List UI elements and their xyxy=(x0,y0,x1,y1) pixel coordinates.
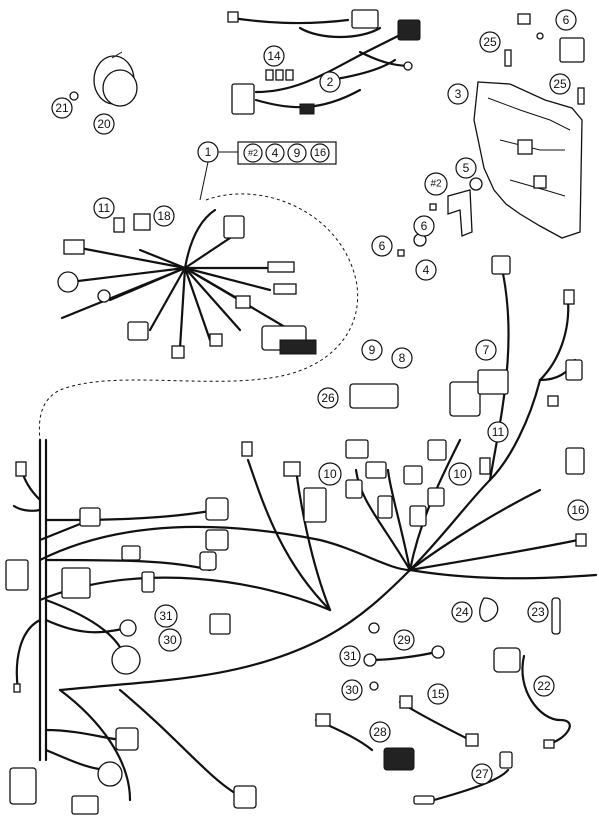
svg-text:26: 26 xyxy=(321,391,335,405)
callout-6-left: 6 xyxy=(371,235,393,257)
svg-text:29: 29 xyxy=(397,633,411,647)
callout-31b: 31 xyxy=(339,645,361,667)
callout-29: 29 xyxy=(393,629,415,651)
callout-14: 14 xyxy=(263,45,285,67)
callout-2b: #2 xyxy=(424,172,448,196)
svg-text:31: 31 xyxy=(159,609,173,623)
svg-text:25: 25 xyxy=(553,77,567,91)
svg-text:20: 20 xyxy=(97,117,111,131)
callout-6-mid: 6 xyxy=(413,215,435,237)
callout-11b: 11 xyxy=(487,421,509,443)
callout-8: 8 xyxy=(391,347,413,369)
svg-text:11: 11 xyxy=(98,201,111,215)
svg-text:27: 27 xyxy=(475,767,489,781)
nut-21 xyxy=(69,91,79,101)
svg-text:1: 1 xyxy=(205,145,212,159)
callout-24: 24 xyxy=(451,601,473,623)
kit-item-2: 4 xyxy=(265,143,285,163)
svg-text:3: 3 xyxy=(455,87,462,101)
svg-text:#2: #2 xyxy=(430,179,442,190)
svg-text:6: 6 xyxy=(379,239,386,253)
callout-3: 3 xyxy=(447,83,469,105)
svg-text:9: 9 xyxy=(369,343,376,357)
svg-text:18: 18 xyxy=(157,209,171,223)
callout-9: 9 xyxy=(361,339,383,361)
callout-11a: 11 xyxy=(93,197,115,219)
svg-text:15: 15 xyxy=(431,687,445,701)
svg-text:10: 10 xyxy=(453,467,467,481)
svg-text:30: 30 xyxy=(163,633,177,647)
svg-text:8: 8 xyxy=(399,351,406,365)
main-harness-bottom xyxy=(5,255,598,815)
svg-text:2: 2 xyxy=(327,75,334,89)
screws-25 xyxy=(504,49,585,105)
callout-30a: 30 xyxy=(158,628,182,652)
callout-28: 28 xyxy=(369,721,391,743)
callout-26: 26 xyxy=(317,387,339,409)
svg-text:4: 4 xyxy=(272,146,279,160)
svg-text:22: 22 xyxy=(537,679,551,693)
kit-item-1: #2 xyxy=(243,143,263,163)
kit-item-3: 9 xyxy=(287,143,307,163)
callout-5: 5 xyxy=(455,157,477,179)
svg-text:5: 5 xyxy=(463,161,470,175)
main-harness-1 xyxy=(57,208,317,359)
inset-boundary xyxy=(38,193,359,441)
bracket-small xyxy=(397,177,483,257)
svg-text:16: 16 xyxy=(314,147,326,159)
callout-7: 7 xyxy=(475,339,497,361)
callout-2: 2 xyxy=(319,71,341,93)
svg-text:4: 4 xyxy=(423,263,430,277)
callout-25-left: 25 xyxy=(479,31,501,53)
svg-text:14: 14 xyxy=(267,49,281,63)
svg-text:30: 30 xyxy=(345,683,359,697)
relay-6-top xyxy=(517,13,585,63)
callout-25-right: 25 xyxy=(549,73,571,95)
svg-text:23: 23 xyxy=(531,605,545,619)
callout-10b: 10 xyxy=(448,462,472,486)
callout-16: 16 xyxy=(567,499,589,521)
callout-30b: 30 xyxy=(341,679,363,701)
fuses-14 xyxy=(265,69,294,81)
svg-text:10: 10 xyxy=(323,467,337,481)
horn-20 xyxy=(93,51,138,107)
svg-text:6: 6 xyxy=(563,13,570,27)
callout-18: 18 xyxy=(153,205,175,227)
svg-text:31: 31 xyxy=(343,649,357,663)
svg-text:24: 24 xyxy=(455,605,469,619)
svg-text:11: 11 xyxy=(492,425,505,439)
svg-text:21: 21 xyxy=(55,101,69,115)
callout-23: 23 xyxy=(527,601,549,623)
callout-27: 27 xyxy=(471,763,493,785)
callout-6-top: 6 xyxy=(555,9,577,31)
bracket-3 xyxy=(473,81,583,239)
svg-text:25: 25 xyxy=(483,35,497,49)
svg-text:9: 9 xyxy=(294,146,301,160)
svg-text:7: 7 xyxy=(483,343,490,357)
callout-4: 4 xyxy=(415,259,437,281)
svg-text:6: 6 xyxy=(421,219,428,233)
svg-text:#2: #2 xyxy=(248,148,258,158)
callout-21: 21 xyxy=(51,97,73,119)
callout-1: 1 xyxy=(197,141,219,163)
callout-15: 15 xyxy=(427,683,449,705)
svg-text:28: 28 xyxy=(373,725,387,739)
sub-harness-2 xyxy=(227,9,421,115)
svg-text:16: 16 xyxy=(571,503,585,517)
callout-31a: 31 xyxy=(154,604,178,628)
callout-10a: 10 xyxy=(318,462,342,486)
loose-parts xyxy=(314,597,571,805)
kit-item-4: 16 xyxy=(310,143,330,163)
kit-box xyxy=(199,141,337,201)
callout-22: 22 xyxy=(533,675,555,697)
callout-20: 20 xyxy=(93,113,115,135)
